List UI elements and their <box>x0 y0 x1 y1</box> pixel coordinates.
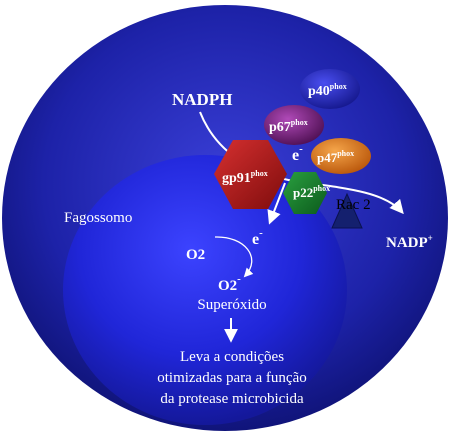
result-line-2: otimizadas para a função <box>157 370 307 386</box>
nadph-label: NADPH <box>172 90 232 109</box>
rac2-triangle <box>331 192 363 229</box>
p47phox-subunit <box>311 138 371 174</box>
p40phox-subunit <box>300 69 360 109</box>
fagossomo-label: Fagossomo <box>64 210 132 226</box>
electron-label-top: e- <box>292 143 303 164</box>
p40phox-label: p40phox <box>308 82 347 99</box>
result-line-1: Leva a condições <box>180 349 284 365</box>
gp91phox-label: gp91phox <box>222 169 268 186</box>
p22phox-label: p22phox <box>293 184 330 200</box>
electron-transfer-arrow <box>267 182 286 225</box>
p67phox-subunit <box>264 105 324 145</box>
rac2-label: Rac 2 <box>336 197 371 213</box>
gp91phox-subunit <box>214 140 287 209</box>
p47phox-label: p47phox <box>317 149 354 165</box>
nadp-label: NADP+ <box>386 233 433 251</box>
p67phox-label: p67phox <box>269 118 308 135</box>
o2-reduction-arrow <box>214 236 254 278</box>
electron-label-bottom: e- <box>252 227 263 248</box>
o2-label: O2 <box>186 247 205 263</box>
result-line-3: da protease microbicida <box>160 391 304 407</box>
o2-minus-label: O2- <box>218 273 241 294</box>
superoxido-label: Superóxido <box>197 297 266 313</box>
p22phox-subunit <box>283 172 327 214</box>
